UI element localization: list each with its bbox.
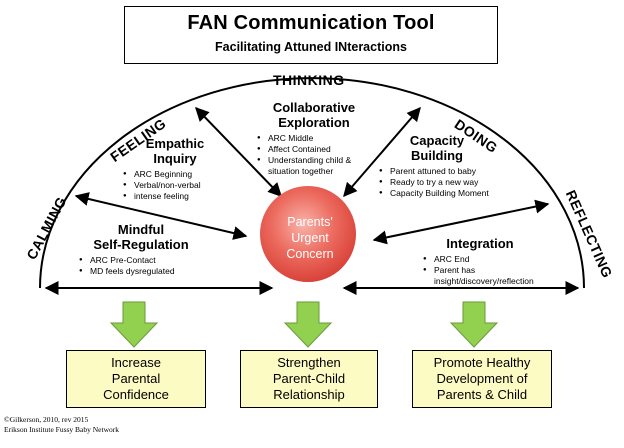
section-title-line: Mindful bbox=[117, 222, 165, 237]
center-line: Parents' bbox=[287, 215, 333, 229]
section-bullets: ARC Beginning Verbal/non-verbal intense … bbox=[120, 169, 230, 202]
outcome-line: Parental bbox=[111, 371, 161, 386]
diagram-title: FAN Communication Tool bbox=[187, 12, 435, 34]
bullet-item: Affect Contained bbox=[257, 144, 374, 155]
diagram-subtitle: Facilitating Attuned INteractions bbox=[215, 40, 407, 54]
bullet-item: Parent has bbox=[423, 265, 540, 276]
green-arrow-middle bbox=[283, 301, 333, 348]
section-title-line: Capacity bbox=[409, 133, 465, 148]
credit-line: ©Gilkerson, 2010, rev 2015 bbox=[4, 415, 89, 424]
bullet-item: MD feels dysregulated bbox=[79, 266, 206, 277]
arrow-calming-feeling bbox=[74, 192, 248, 240]
outcome-box-development: Promote Healthy Development of Parents &… bbox=[412, 350, 552, 408]
outcome-box-relationship: Strengthen Parent-Child Relationship bbox=[240, 350, 378, 408]
outcome-line: Relationship bbox=[273, 387, 345, 402]
section-capacity-building: Capacity Building Parent attuned to baby… bbox=[376, 133, 498, 199]
section-title-line: Self-Regulation bbox=[93, 237, 189, 252]
center-line: Urgent bbox=[291, 231, 329, 245]
section-integration: Integration ARC End Parent has insight/d… bbox=[420, 236, 540, 287]
phase-label-thinking: THINKING bbox=[273, 72, 345, 88]
outcome-line: Parents & Child bbox=[436, 387, 528, 402]
bullet-item: ARC Pre-Contact bbox=[79, 255, 206, 266]
bullet-item: Capacity Building Moment bbox=[379, 188, 498, 199]
section-bullets: ARC Middle Affect Contained Understandin… bbox=[254, 133, 374, 177]
bullet-item: ARC End bbox=[423, 254, 540, 265]
center-line: Concern bbox=[286, 247, 334, 261]
outcome-line: Confidence bbox=[103, 387, 169, 402]
section-title-line: Building bbox=[411, 148, 463, 163]
outcome-box-confidence: Increase Parental Confidence bbox=[66, 350, 206, 408]
section-bullets: ARC Pre-Contact MD feels dysregulated bbox=[76, 255, 206, 277]
outcome-line: Development of bbox=[436, 371, 528, 386]
section-title-line: Inquiry bbox=[153, 151, 197, 166]
bullet-item: insight/discovery/reflection bbox=[434, 276, 534, 286]
bullet-item: ARC Middle bbox=[257, 133, 374, 144]
bullet-item: Parent attuned to baby bbox=[379, 166, 498, 177]
dome-arc bbox=[39, 77, 585, 289]
center-circle bbox=[260, 186, 356, 282]
arrow-doing-reflecting bbox=[372, 199, 550, 245]
section-title-line: Exploration bbox=[278, 115, 350, 130]
center-concern-label: Parents' Urgent Concern bbox=[262, 214, 358, 262]
bullet-item: Ready to try a new way bbox=[379, 177, 498, 188]
section-title-line: Empathic bbox=[145, 136, 205, 151]
outcome-line: Promote Healthy bbox=[433, 355, 531, 370]
credits: ©Gilkerson, 2010, rev 2015 Erikson Insti… bbox=[4, 415, 119, 435]
section-empathic-inquiry: Empathic Inquiry ARC Beginning Verbal/no… bbox=[120, 136, 230, 202]
outcome-line: Increase bbox=[111, 355, 161, 370]
outcome-line: Strengthen bbox=[277, 355, 341, 370]
credit-line: Erikson Institute Fussy Baby Network bbox=[4, 425, 119, 434]
arrow-thinking-doing bbox=[343, 106, 421, 198]
title-box: FAN Communication Tool Facilitating Attu… bbox=[124, 6, 498, 64]
bullet-item: situation together bbox=[268, 166, 334, 176]
section-title-line: Integration bbox=[446, 236, 514, 251]
section-bullets: Parent attuned to baby Ready to try a ne… bbox=[376, 166, 498, 199]
bullet-item: Understanding child & bbox=[257, 155, 374, 166]
section-collaborative-exploration: Collaborative Exploration ARC Middle Aff… bbox=[254, 100, 374, 177]
green-arrow-right bbox=[449, 301, 499, 348]
section-mindful-self-regulation: Mindful Self-Regulation ARC Pre-Contact … bbox=[76, 222, 206, 277]
bullet-item: Verbal/non-verbal bbox=[123, 180, 230, 191]
outcome-line: Parent-Child bbox=[272, 371, 346, 386]
green-arrow-left bbox=[109, 301, 159, 348]
section-title-line: Collaborative bbox=[272, 100, 356, 115]
bullet-item: ARC Beginning bbox=[123, 169, 230, 180]
bullet-item: intense feeling bbox=[123, 191, 230, 202]
arrow-feeling-thinking bbox=[195, 106, 282, 198]
section-bullets: ARC End Parent has insight/discovery/ref… bbox=[420, 254, 540, 287]
